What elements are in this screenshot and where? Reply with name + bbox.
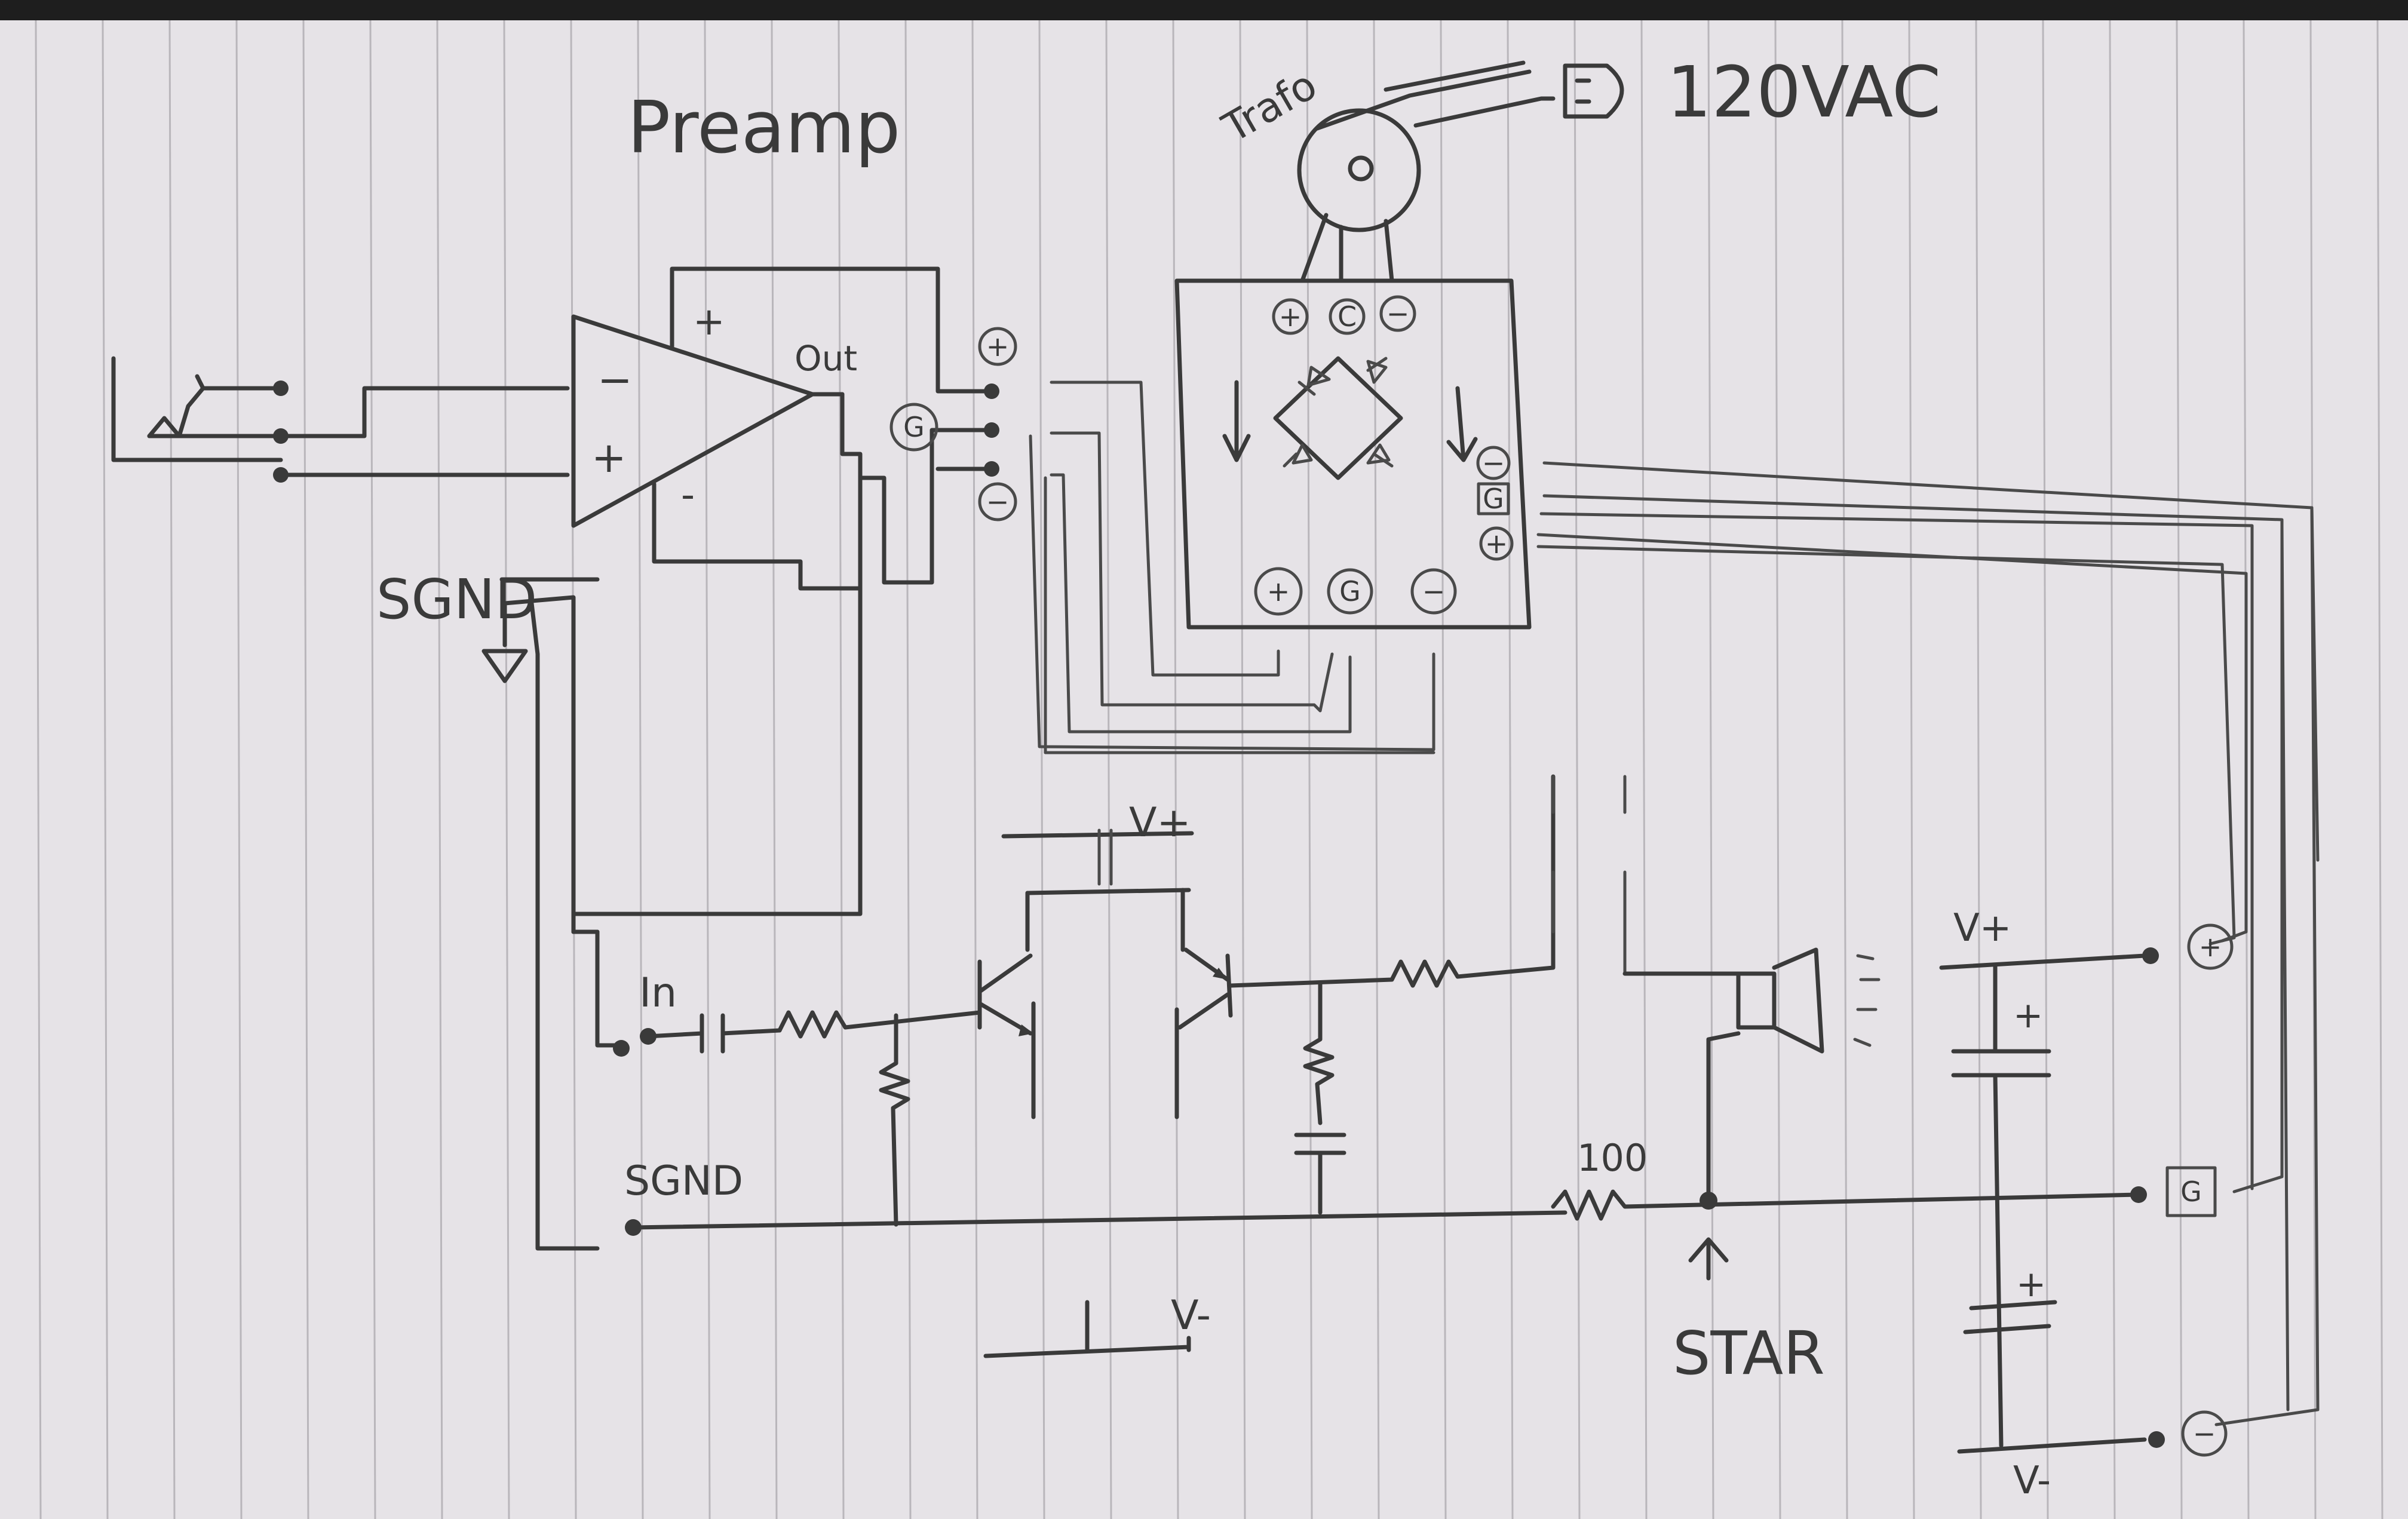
opamp-out-label: Out xyxy=(795,338,857,379)
bridge-right-minus-terminal: − xyxy=(1476,446,1511,480)
supply-gnd-terminal: G xyxy=(2165,1166,2217,1217)
ruled-line xyxy=(971,20,978,1519)
preamp-label: Preamp xyxy=(627,87,900,170)
ruled-line xyxy=(1038,20,1045,1519)
supply-minus-terminal: − xyxy=(2181,1410,2228,1457)
star-ground-label: STAR xyxy=(1673,1318,1825,1388)
ruled-line xyxy=(1573,20,1581,1519)
ruled-line xyxy=(637,20,644,1519)
ruled-line xyxy=(1841,20,1848,1519)
ruled-line xyxy=(302,20,309,1519)
svg-text:G: G xyxy=(2180,1176,2202,1208)
cap-bottom-plus: + xyxy=(2016,1263,2046,1305)
cap-top-plus: + xyxy=(2013,995,2043,1036)
bridge-top-minus-terminal: − xyxy=(1379,295,1416,332)
opamp-vplus-pin: + xyxy=(693,300,725,344)
ruled-line xyxy=(1172,20,1179,1519)
vplus-cap-label: V+ xyxy=(1953,906,2011,950)
ruled-line xyxy=(1908,20,1915,1519)
ruled-line xyxy=(1373,20,1380,1519)
ruled-line xyxy=(2109,20,2116,1519)
rectifier-board: + C − − G + + xyxy=(1174,278,1532,630)
preamp-gnd-terminal: G xyxy=(889,403,938,452)
opamp-inverting-input: − xyxy=(597,355,633,404)
svg-text:−: − xyxy=(1422,575,1446,607)
svg-text:C: C xyxy=(1338,300,1357,333)
ruled-line xyxy=(1975,20,1982,1519)
vminus-rail-label: V- xyxy=(1171,1292,1211,1339)
bridge-bottom-gnd-terminal: G xyxy=(1327,568,1373,615)
svg-text:−: − xyxy=(1482,447,1505,479)
svg-text:−: − xyxy=(986,486,1010,518)
notebook-paper xyxy=(0,18,2408,1519)
ruled-line xyxy=(2042,20,2049,1519)
ruled-line xyxy=(369,20,376,1519)
ruled-line xyxy=(168,20,176,1519)
ruled-line xyxy=(1440,20,1447,1519)
svg-text:G: G xyxy=(1483,483,1504,515)
supply-plus-terminal: + xyxy=(2187,923,2234,970)
ruled-line xyxy=(102,20,109,1519)
preamp-opamp: − + + - Out + G − xyxy=(571,266,1017,934)
bridge-bottom-minus-terminal: − xyxy=(1410,568,1457,615)
svg-text:−: − xyxy=(2193,1417,2216,1450)
svg-text:+: + xyxy=(1485,527,1508,560)
amp-in-label: In xyxy=(639,969,677,1017)
ruled-line xyxy=(1707,20,1714,1519)
ruled-lines xyxy=(35,20,2384,1519)
ruled-line xyxy=(503,20,510,1519)
preamp-minus-terminal: − xyxy=(978,482,1017,521)
ruled-line xyxy=(1774,20,1781,1519)
svg-text:G: G xyxy=(903,411,925,443)
ground-symbol xyxy=(481,577,600,1251)
power-amp-stage: V+ In SGND 100 STAR V- xyxy=(595,774,2141,1388)
ruled-line xyxy=(2176,20,2183,1519)
svg-text:G: G xyxy=(1339,575,1361,607)
sgnd-bottom-label: SGND xyxy=(624,1158,743,1205)
svg-text:−: − xyxy=(1386,297,1410,330)
bridge-bottom-plus-terminal: + xyxy=(1254,567,1303,616)
preamp-plus-terminal: + xyxy=(978,327,1017,366)
bridge-top-plus-terminal: + xyxy=(1272,298,1309,335)
ruled-line xyxy=(1105,20,1112,1519)
ruled-line xyxy=(1640,20,1648,1519)
mains-plug: 120VAC xyxy=(1563,51,1941,133)
resistor-value-label: 100 xyxy=(1577,1136,1648,1180)
ruled-line xyxy=(436,20,443,1519)
svg-text:+: + xyxy=(2199,931,2222,963)
ruled-line xyxy=(235,20,243,1519)
bridge-right-gnd-terminal: G xyxy=(1477,482,1510,515)
ruled-line xyxy=(35,20,42,1519)
svg-text:+: + xyxy=(1279,300,1302,333)
preamp-supply-wires xyxy=(1029,380,1435,754)
bridge-right-plus-terminal: + xyxy=(1479,526,1514,561)
svg-text:+: + xyxy=(1267,575,1290,607)
ruled-line xyxy=(2376,20,2384,1519)
mains-voltage-label: 120VAC xyxy=(1667,51,1941,133)
opamp-vminus-pin: - xyxy=(681,473,695,517)
supply-rail-wires xyxy=(1536,461,2320,1426)
ruled-line xyxy=(1507,20,1514,1519)
opamp-noninverting-input: + xyxy=(591,433,627,482)
supply-capacitors: V+ + + V- + G − xyxy=(1939,906,2234,1503)
desk-background xyxy=(0,0,2408,20)
bridge-top-c-terminal: C xyxy=(1329,298,1366,335)
ruled-line xyxy=(1239,20,1246,1519)
sgnd-top-label: SGND xyxy=(376,567,537,631)
input-jack xyxy=(111,356,570,483)
svg-text:+: + xyxy=(986,330,1010,363)
vminus-cap-label: V- xyxy=(2013,1459,2051,1503)
vplus-rail-label: V+ xyxy=(1129,799,1191,846)
